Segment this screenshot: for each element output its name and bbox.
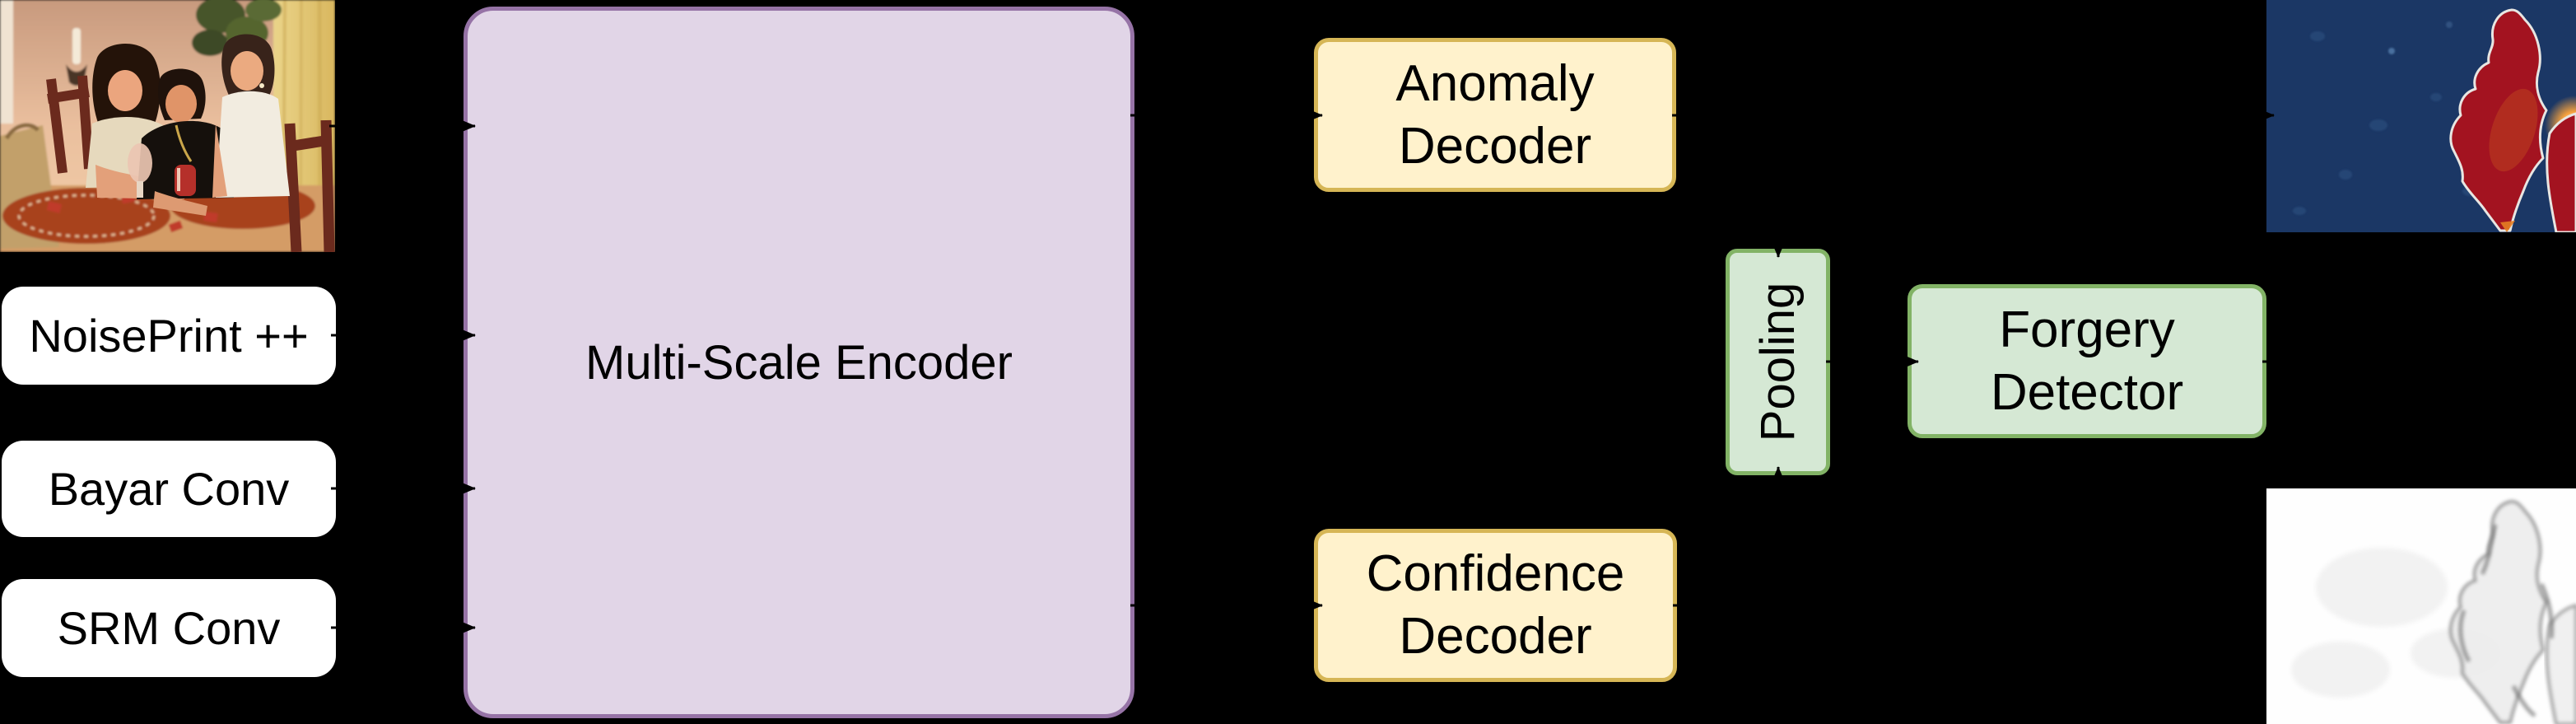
srm-conv-box: SRM Conv (2, 579, 336, 677)
blob-inner-highlight (2489, 88, 2538, 172)
anomaly-decoder-label: Anomaly Decoder (1395, 54, 1595, 175)
bayar-conv-box: Bayar Conv (2, 441, 336, 537)
arrow-confidence-to-pooling (1673, 466, 1786, 607)
photo-people (46, 34, 335, 252)
noiseprint-box: NoisePrint ++ (2, 287, 336, 385)
noiseprint-label: NoisePrint ++ (29, 310, 309, 362)
anomaly-map-image (2266, 0, 2576, 232)
pooling-label: Pooling (1751, 282, 1805, 442)
bayar-conv-label: Bayar Conv (48, 463, 290, 515)
person-middle (137, 68, 234, 216)
srm-conv-label: SRM Conv (57, 602, 281, 654)
confidence-decoder-box: Confidence Decoder (1314, 529, 1677, 682)
anomaly-leg-strip (2546, 112, 2576, 232)
forgery-detector-box: Forgery Detector (1908, 284, 2266, 438)
confidence-leg-strip (2545, 604, 2576, 724)
anomaly-person-blob (2449, 8, 2548, 232)
confidence-map-image (2266, 488, 2576, 724)
person-right (212, 34, 290, 198)
confidence-decoder-label: Confidence Decoder (1366, 545, 1625, 665)
multi-scale-encoder-box: Multi-Scale Encoder (463, 7, 1134, 718)
anomaly-decoder-box: Anomaly Decoder (1314, 38, 1676, 192)
confidence-person-blob (2448, 500, 2548, 724)
confidence-smudges (2291, 548, 2501, 698)
blob-bottom-tip (2500, 221, 2515, 232)
forgery-detector-label: Forgery Detector (1990, 301, 2184, 421)
multi-scale-encoder-label: Multi-Scale Encoder (585, 335, 1013, 390)
chair-left (46, 75, 94, 174)
chair-right (284, 119, 335, 252)
drink-glasses (128, 143, 196, 198)
input-photo-image (0, 0, 335, 252)
table-items (46, 193, 218, 233)
arrow-anomaly-to-pooling (1672, 114, 1786, 258)
confidence-dark-edges (2458, 524, 2554, 717)
pooling-box: Pooling (1726, 249, 1830, 475)
